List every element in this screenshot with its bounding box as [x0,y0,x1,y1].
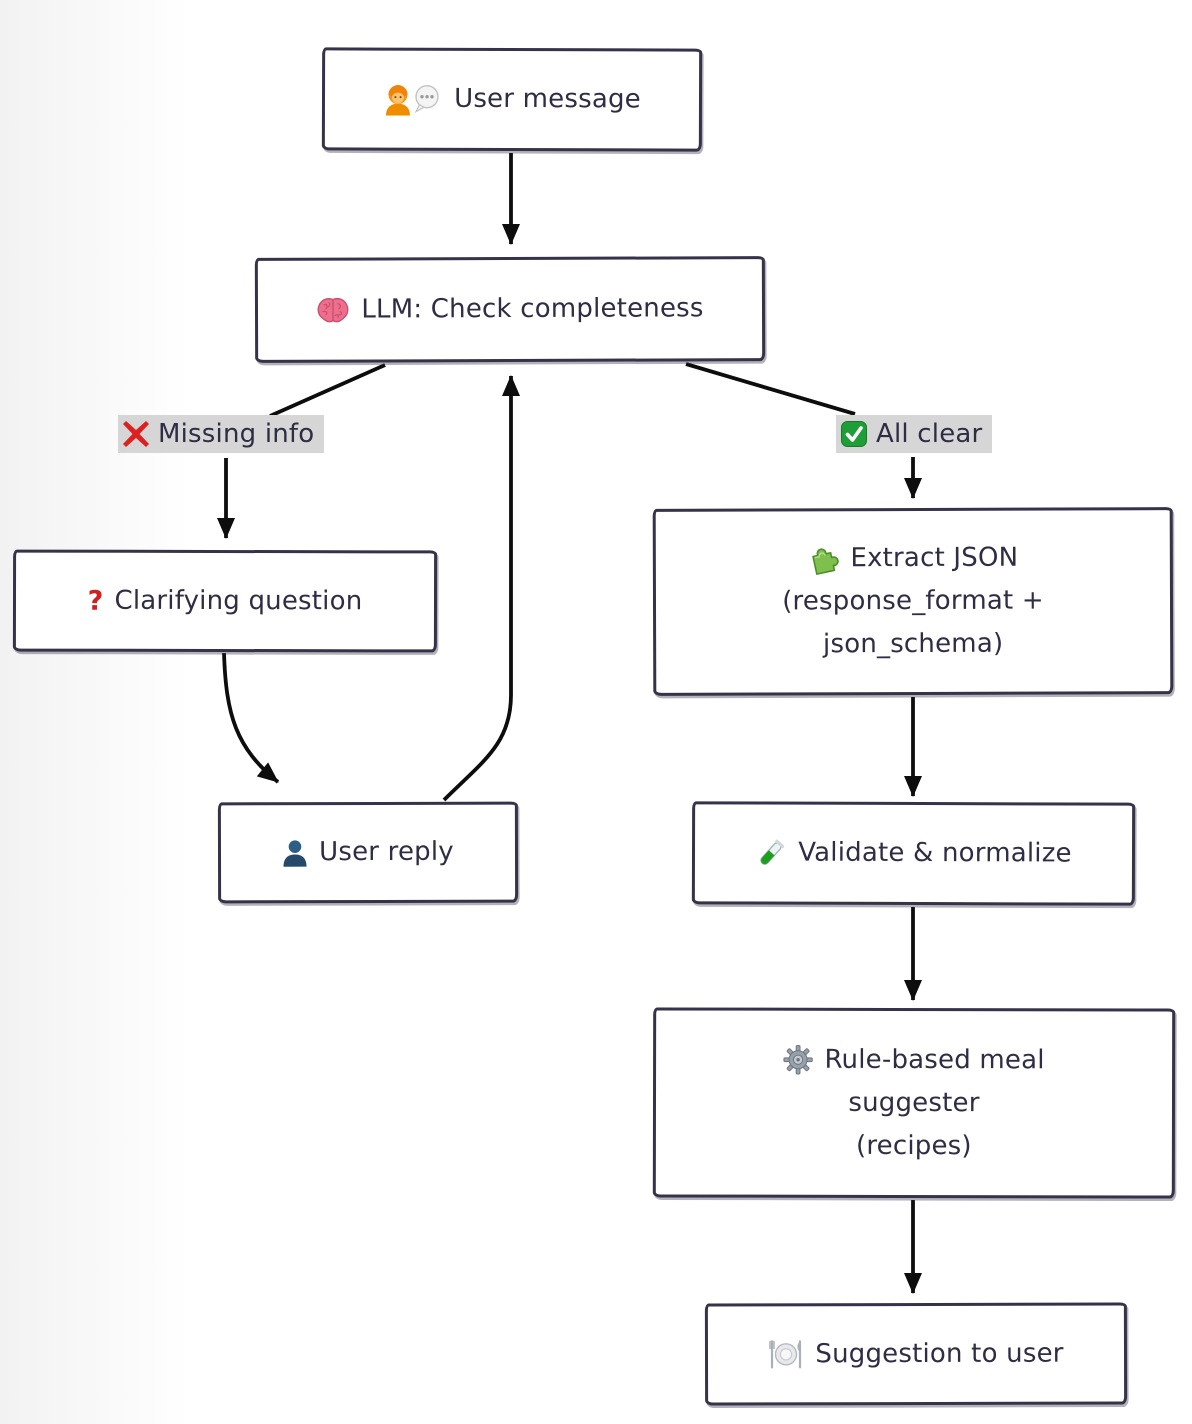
edge-label-missing-info: Missing info [118,415,325,453]
check-icon [840,420,868,448]
node-llm-check: LLM: Check completeness [254,256,766,363]
edge-label-text: Missing info [158,419,315,449]
brain-icon [316,296,350,324]
edge-label-all-clear: All clear [836,415,993,453]
node-label-line: json_schema) [822,628,1004,660]
meal-icon [768,1339,804,1369]
node-clarifying-question: ? Clarifying question [12,549,438,653]
puzzle-icon [807,543,839,575]
x-icon [122,420,150,448]
node-label-line: (response_format + [782,585,1044,617]
node-user-message: User message [321,47,703,152]
node-label-line: Rule-based meal [824,1044,1045,1075]
gear-icon [783,1045,814,1075]
node-label: Suggestion to user [815,1338,1064,1369]
node-label: User reply [319,836,454,868]
edge-llm-missinginfo [269,363,386,418]
node-meal-suggester: Rule-based meal suggester (recipes) [652,1007,1176,1199]
edge-clarifying-userreply [222,652,280,784]
testtube-icon [755,837,787,869]
user-icon [282,839,308,867]
node-user-reply: User reply [217,801,519,904]
question-icon: ? [87,585,104,617]
node-validate-normalize: Validate & normalize [691,801,1136,906]
node-extract-json: Extract JSON (response_format + json_sch… [652,507,1174,696]
edge-userreply-llm [442,375,520,802]
node-label-line: Extract JSON [850,542,1019,574]
node-label-line: (recipes) [855,1130,972,1161]
node-label: Validate & normalize [798,837,1072,869]
node-label: Clarifying question [114,585,363,616]
node-label: User message [454,83,641,115]
node-label-line: suggester [848,1087,980,1118]
person-speech-icon [383,83,443,116]
edge-label-text: All clear [876,419,983,449]
edge-llm-allclear [685,362,856,416]
node-suggestion-to-user: Suggestion to user [704,1302,1128,1406]
node-label: LLM: Check completeness [361,293,704,325]
